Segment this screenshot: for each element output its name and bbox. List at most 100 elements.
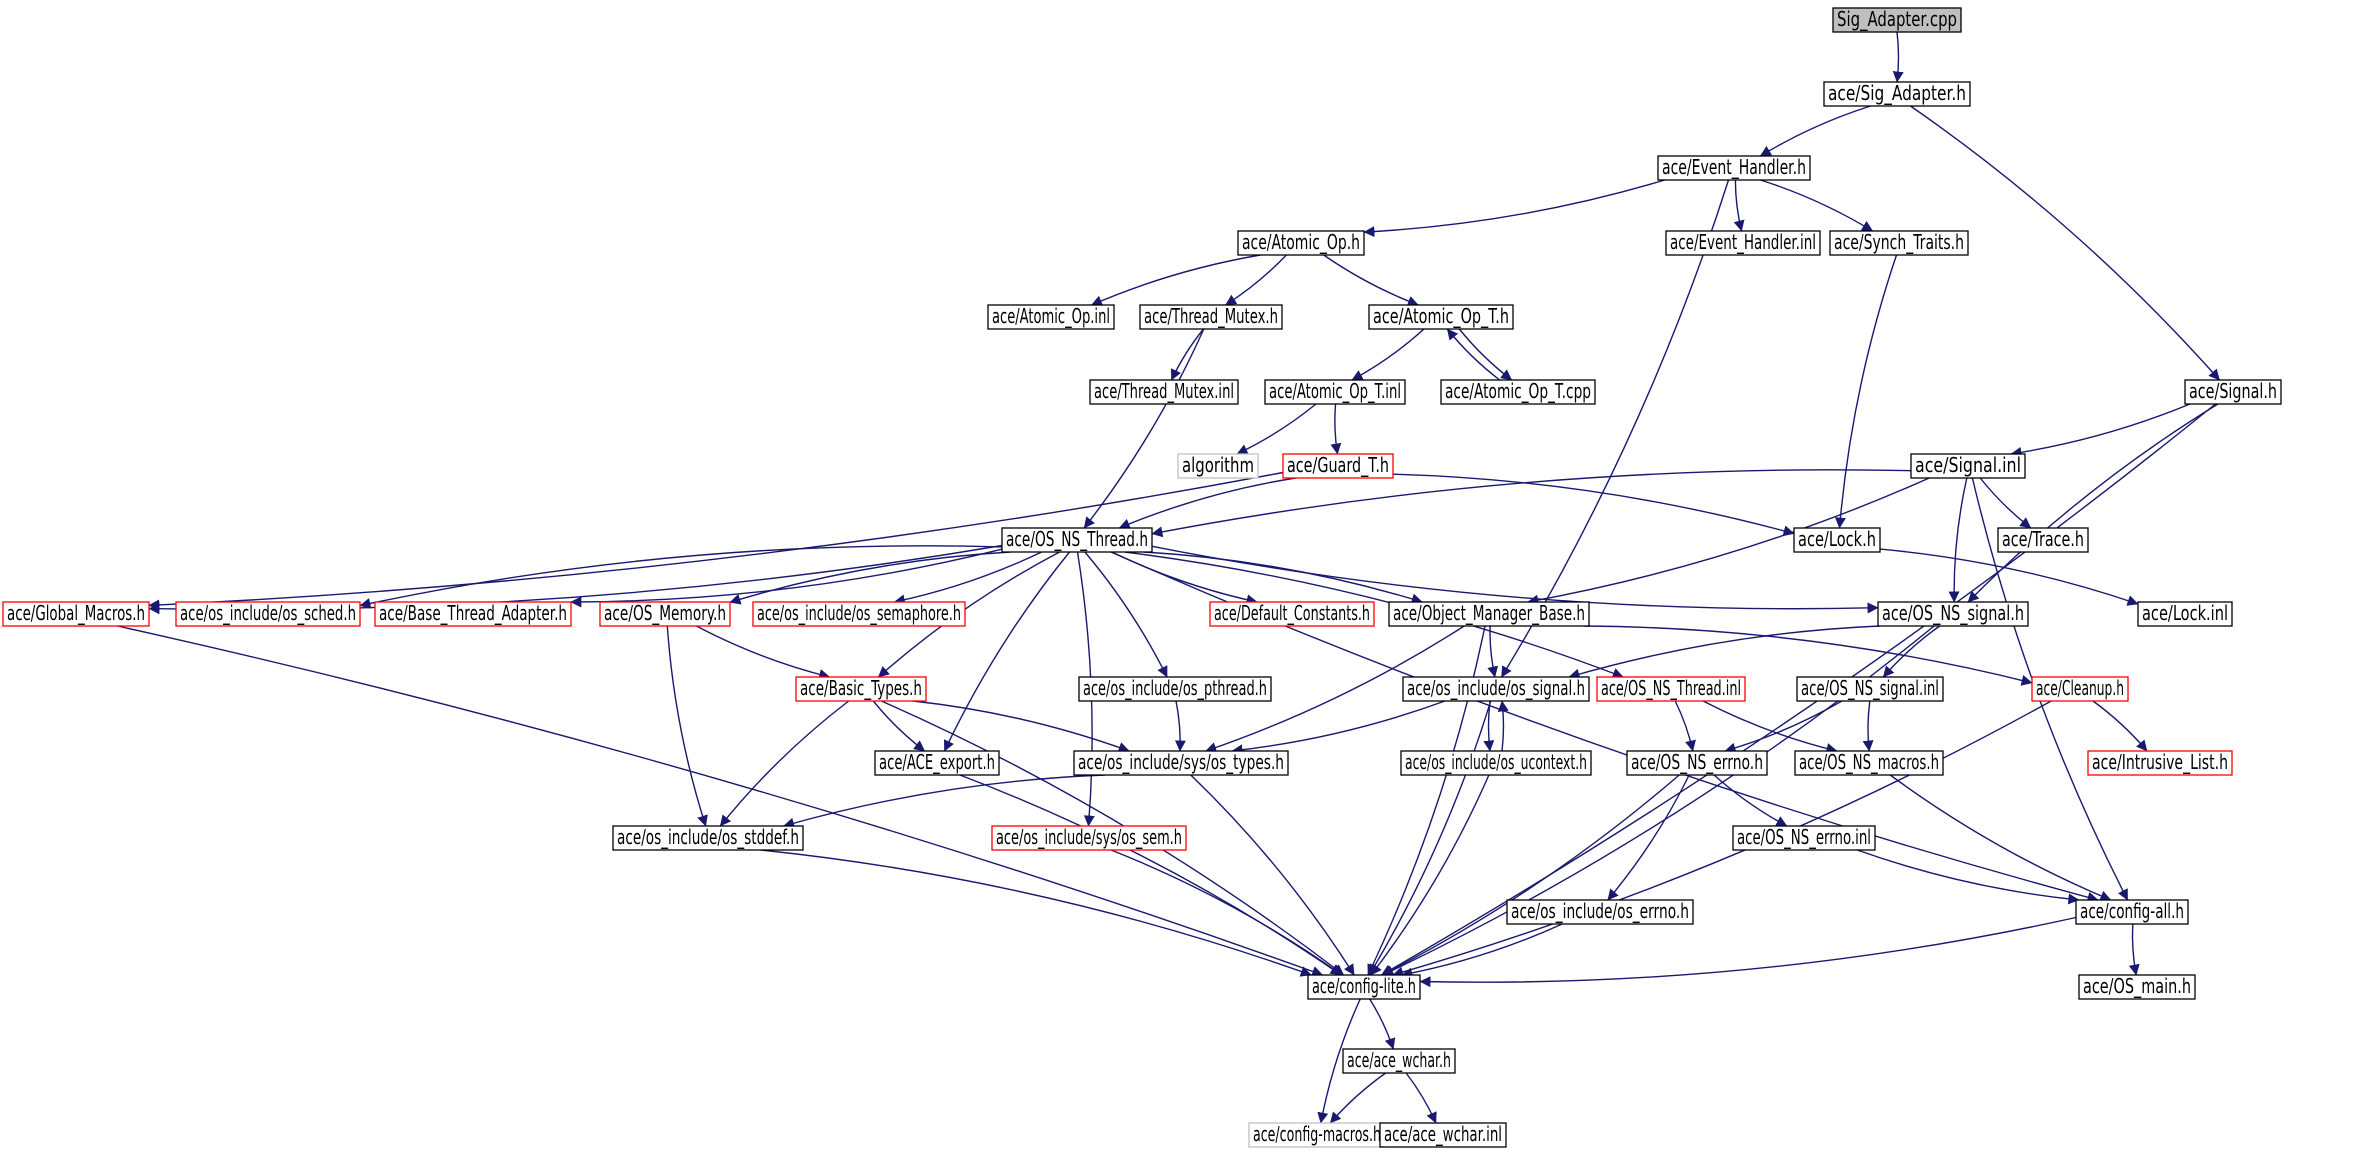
node-n29[interactable]: ace/Basic_Types.h [795,676,927,702]
node-n44[interactable]: ace/os_include/os_errno.h [1506,899,1694,925]
node-n38[interactable]: ace/OS_NS_errno.h [1626,750,1768,776]
node-n24[interactable]: ace/os_include/os_semaphore.h [752,601,966,627]
node-n40[interactable]: ace/Intrusive_List.h [2087,750,2233,776]
node-n21[interactable]: ace/os_include/os_sched.h [175,601,361,627]
node-n25[interactable]: ace/Default_Constants.h [1209,601,1375,627]
node-label: ace/os_include/os_sched.h [180,601,356,625]
node-label: ace/Atomic_Op_T.cpp [1445,379,1591,403]
node-n28[interactable]: ace/Lock.inl [2137,601,2233,627]
node-n3[interactable]: ace/Event_Handler.h [1657,155,1811,181]
node-n32[interactable]: ace/OS_NS_Thread.inl [1596,676,1746,702]
node-box [2087,750,2233,776]
node-box [1796,676,1944,702]
node-n20[interactable]: ace/Global_Macros.h [2,601,150,627]
edge-n38-to-n44 [1607,774,1690,901]
edge-n33-to-n38 [1724,700,1843,754]
node-n43[interactable]: ace/OS_NS_errno.inl [1732,825,1876,851]
edge-n15-to-n20 [148,471,1284,611]
node-n31[interactable]: ace/os_include/os_signal.h [1402,676,1590,702]
node-n27[interactable]: ace/OS_NS_signal.h [1877,601,2029,627]
node-n50[interactable]: ace/ace_wchar.inl [1379,1122,1507,1148]
node-box [1177,453,1259,479]
edge-n4-to-n9 [1323,254,1419,307]
node-n36[interactable]: ace/os_include/sys/os_types.h [1073,750,1289,776]
node-label: ace/Signal.h [2189,379,2277,403]
node-n15[interactable]: ace/Guard_T.h [1282,453,1394,479]
edge-n17-to-n20 [148,544,1003,615]
node-n23[interactable]: ace/OS_Memory.h [599,601,731,627]
edge-n33-to-n39 [1862,700,1874,752]
edge-n17-to-n30 [1084,551,1168,678]
node-label: ace/Atomic_Op.inl [992,304,1110,328]
node-box [2,601,150,627]
node-n6[interactable]: ace/Synch_Traits.h [1829,230,1969,256]
edge-n13-to-n16 [2010,403,2191,458]
edge-n23-to-n41 [666,625,708,827]
edge-n26-to-n34 [1583,625,2033,686]
node-n5[interactable]: ace/Event_Handler.inl [1665,230,1821,256]
node-n18[interactable]: ace/Lock.h [1793,527,1881,553]
node-n41[interactable]: ace/os_include/os_stddef.h [612,825,804,851]
node-n16[interactable]: ace/Signal.inl [1910,453,2026,479]
node-label: ace/Guard_T.h [1287,453,1389,477]
node-label: ace/Cleanup.h [2036,676,2124,700]
edge-n42-to-n46 [1110,849,1343,976]
node-label: ace/OS_NS_macros.h [1799,750,1939,774]
node-label: ace/os_include/sys/os_types.h [1078,750,1284,774]
node-label: ace/ace_wchar.inl [1384,1122,1502,1146]
edge-n45-to-n46 [1419,916,2077,988]
node-n46[interactable]: ace/config-lite.h [1307,974,1421,1000]
node-label: ace/config-macros.h [1253,1122,1381,1146]
node-n13[interactable]: ace/Signal.h [2184,379,2282,405]
node-label: algorithm [1182,453,1254,477]
edge-n15-to-n18 [1392,473,1795,537]
node-box [2137,601,2233,627]
node-n10[interactable]: ace/Thread_Mutex.inl [1089,379,1239,405]
node-n30[interactable]: ace/os_include/os_pthread.h [1078,676,1272,702]
node-box [1506,899,1694,925]
node-n9[interactable]: ace/Atomic_Op_T.h [1368,304,1514,330]
node-label: ace/Thread_Mutex.h [1144,304,1278,328]
node-n34[interactable]: ace/Cleanup.h [2031,676,2129,702]
edge-n45-to-n47 [2128,923,2140,976]
node-box [175,601,361,627]
node-n17[interactable]: ace/OS_NS_Thread.h [1001,527,1153,553]
node-n45[interactable]: ace/config-all.h [2075,899,2189,925]
node-n19[interactable]: ace/Trace.h [1997,527,2089,553]
edge-n32-to-n39 [1702,700,1838,754]
node-n2[interactable]: ace/Sig_Adapter.h [1823,81,1971,107]
node-box [1732,825,1876,851]
node-n37[interactable]: ace/os_include/os_ucontext.h [1400,750,1592,776]
node-label: ace/os_include/sys/os_sem.h [996,825,1182,849]
node-n1[interactable]: Sig_Adapter.cpp [1832,7,1962,33]
node-box [1388,601,1590,627]
edge-n36-to-n46 [1190,774,1355,976]
edge-n46-to-n49 [1317,998,1361,1124]
node-box [874,750,1000,776]
node-box [1997,527,2089,553]
node-label: ace/OS_NS_Thread.inl [1601,676,1741,700]
edge-n17-to-n23 [729,551,1011,605]
edge-n30-to-n36 [1174,700,1186,752]
node-n35[interactable]: ace/ACE_export.h [874,750,1000,776]
node-box [1626,750,1768,776]
edge-n27-to-n31 [1568,625,1880,680]
node-n42[interactable]: ace/os_include/sys/os_sem.h [991,825,1187,851]
node-n7[interactable]: ace/Atomic_Op.inl [987,304,1115,330]
node-n48[interactable]: ace/ace_wchar.h [1342,1048,1456,1074]
node-n39[interactable]: ace/OS_NS_macros.h [1794,750,1944,776]
node-n33[interactable]: ace/OS_NS_signal.inl [1796,676,1944,702]
node-box [1657,155,1811,181]
node-box [1793,527,1881,553]
node-n8[interactable]: ace/Thread_Mutex.h [1139,304,1283,330]
node-n47[interactable]: ace/OS_main.h [2078,974,2196,1000]
node-n4[interactable]: ace/Atomic_Op.h [1237,230,1365,256]
node-n26[interactable]: ace/Object_Manager_Base.h [1388,601,1590,627]
node-n22[interactable]: ace/Base_Thread_Adapter.h [374,601,572,627]
node-n12[interactable]: ace/Atomic_Op_T.cpp [1440,379,1596,405]
node-label: ace/Event_Handler.h [1662,155,1806,179]
node-box [1832,7,1962,33]
node-label: ace/config-all.h [2080,899,2184,923]
node-n11[interactable]: ace/Atomic_Op_T.inl [1264,379,1406,405]
